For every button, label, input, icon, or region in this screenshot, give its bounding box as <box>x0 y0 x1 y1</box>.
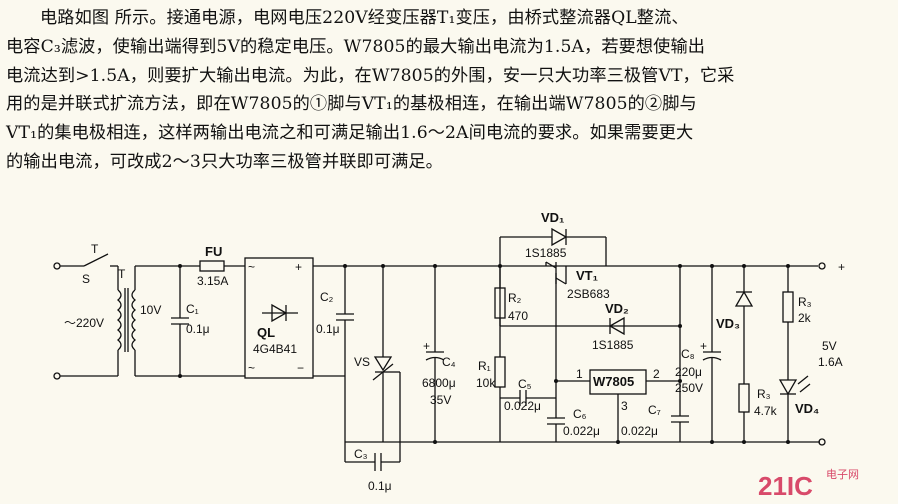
capacitor-c4: + <box>423 264 445 444</box>
regulator-w7805 <box>554 326 680 444</box>
vd4-label: VD₄ <box>795 401 819 416</box>
capacitor-c1 <box>171 264 189 378</box>
description-line-5: VT₁的集电极相连，这样两输出电流之和可满足输出1.6～2A间电流的要求。如果需… <box>6 123 694 144</box>
c7-label: C₇ <box>648 403 661 417</box>
capacitor-c2 <box>336 264 354 376</box>
r1-label: R₁ <box>478 359 491 373</box>
switch-label: S <box>82 272 90 286</box>
c3-value: 0.1μ <box>368 479 392 493</box>
transformer-label: T <box>118 267 126 281</box>
vd2-part: 1S1885 <box>592 338 634 352</box>
output-terminals <box>818 262 826 446</box>
r3-upper-value: 2k <box>798 311 812 325</box>
r2-value: 470 <box>508 309 528 323</box>
description-line-3: 电流达到>1.5A，则要扩大输出电流。为此，在W7805的外围，安一只大功率三极… <box>6 65 735 86</box>
watermark-main: 21IC <box>758 471 813 501</box>
varistor-vs <box>372 264 394 442</box>
transistor-vt1 <box>545 261 567 326</box>
c6-value: 0.022μ <box>563 424 600 438</box>
c7-value: 0.022μ <box>621 424 658 438</box>
switch-lever <box>83 253 109 267</box>
r1-value: 10k <box>476 376 496 390</box>
c8-voltage: 250V <box>675 381 703 395</box>
output-voltage: 5V <box>822 339 837 353</box>
capacitor-c3 <box>344 371 401 471</box>
bridge-rectifier-ql <box>244 257 314 379</box>
mains-voltage-label: ～220V <box>64 316 104 330</box>
c2-label: C₂ <box>320 290 334 304</box>
output-current: 1.6A <box>818 355 843 369</box>
vt1-label: VT₁ <box>576 268 598 283</box>
capacitor-c7 <box>671 264 689 442</box>
r3-upper-label: R₃ <box>798 295 812 309</box>
c1-label: C₁ <box>186 302 199 316</box>
regulator-label: W7805 <box>593 374 634 389</box>
r3-lower-label: R₃ <box>757 387 771 401</box>
diode-vd3 <box>734 264 754 384</box>
transformer-t1 <box>116 266 137 376</box>
c4-label: C₄ <box>442 355 456 369</box>
svg-text:+: + <box>700 339 707 353</box>
description-line-2: 电容C₃滤波，使输出端得到5V的稳定电压。W7805的最大输出电流为1.5A，若… <box>6 36 706 57</box>
bridge-plus: + <box>295 260 302 274</box>
resistor-r1 <box>494 264 506 442</box>
mains-input <box>53 253 118 380</box>
bridge-minus: − <box>297 361 304 375</box>
c1-value: 0.1μ <box>186 322 210 336</box>
fuse-fu <box>199 260 245 272</box>
description-line-1: 电路如图 所示。接通电源，电网电压220V经变压器T₁变压，由桥式整流器QL整流… <box>40 8 689 28</box>
capacitor-c6 <box>547 417 565 442</box>
c3-label: C₃ <box>354 447 368 461</box>
c8-label: C₈ <box>681 347 695 361</box>
bridge-label: QL <box>257 325 275 340</box>
c4-value: 6800μ <box>422 376 456 390</box>
watermark-logo: 21IC 电子网 <box>758 468 859 501</box>
c6-label: C₆ <box>573 407 587 421</box>
led-vd4 <box>778 375 811 444</box>
r3-lower-value: 4.7k <box>754 404 778 418</box>
c2-value: 0.1μ <box>316 322 340 336</box>
secondary-voltage-label: 10V <box>140 303 161 317</box>
fuse-label: FU <box>205 244 222 259</box>
resistor-r2 <box>494 266 680 327</box>
c5-value: 0.022μ <box>504 399 541 413</box>
fuse-rating: 3.15A <box>197 274 228 288</box>
description-line-4: 用的是并联式扩流方法，即在W7805的①脚与VT₁的基极相连，在输出端W7805… <box>6 94 697 115</box>
vd3-label: VD₃ <box>716 316 740 331</box>
description-line-6: 的输出电流，可改成2～3只大功率三极管并联即可满足。 <box>6 151 443 172</box>
svg-text:+: + <box>423 339 430 353</box>
resistor-r3-lower <box>738 383 750 444</box>
vd1-part: 1S1885 <box>525 246 567 260</box>
diode-vd1 <box>499 227 607 266</box>
vd1-label: VD₁ <box>541 210 564 225</box>
output-plus: + <box>838 260 845 274</box>
c5-label: C₅ <box>518 377 532 391</box>
bridge-part: 4G4B41 <box>253 342 297 356</box>
pin3-label: 3 <box>621 399 628 413</box>
c8-value: 220μ <box>675 365 702 379</box>
switch-t-label: T <box>91 242 99 256</box>
vs-label: VS <box>354 355 370 369</box>
vt1-part: 2SB683 <box>567 287 610 301</box>
bridge-ac1: ~ <box>248 260 255 274</box>
pin2-label: 2 <box>653 367 660 381</box>
bridge-ac2: ~ <box>248 361 255 375</box>
watermark-sub: 电子网 <box>826 468 859 481</box>
c4-voltage: 35V <box>430 393 451 407</box>
capacitor-c8: + <box>700 264 722 444</box>
vd2-label: VD₂ <box>605 301 629 316</box>
pin1-label: 1 <box>576 367 583 381</box>
capacitor-c5 <box>500 381 557 418</box>
description-text: 电路如图 所示。接通电源，电网电压220V经变压器T₁变压，由桥式整流器QL整流… <box>6 4 894 177</box>
diode-vd2 <box>608 316 625 336</box>
r2-label: R₂ <box>508 291 522 305</box>
resistor-r3-upper <box>782 264 794 380</box>
